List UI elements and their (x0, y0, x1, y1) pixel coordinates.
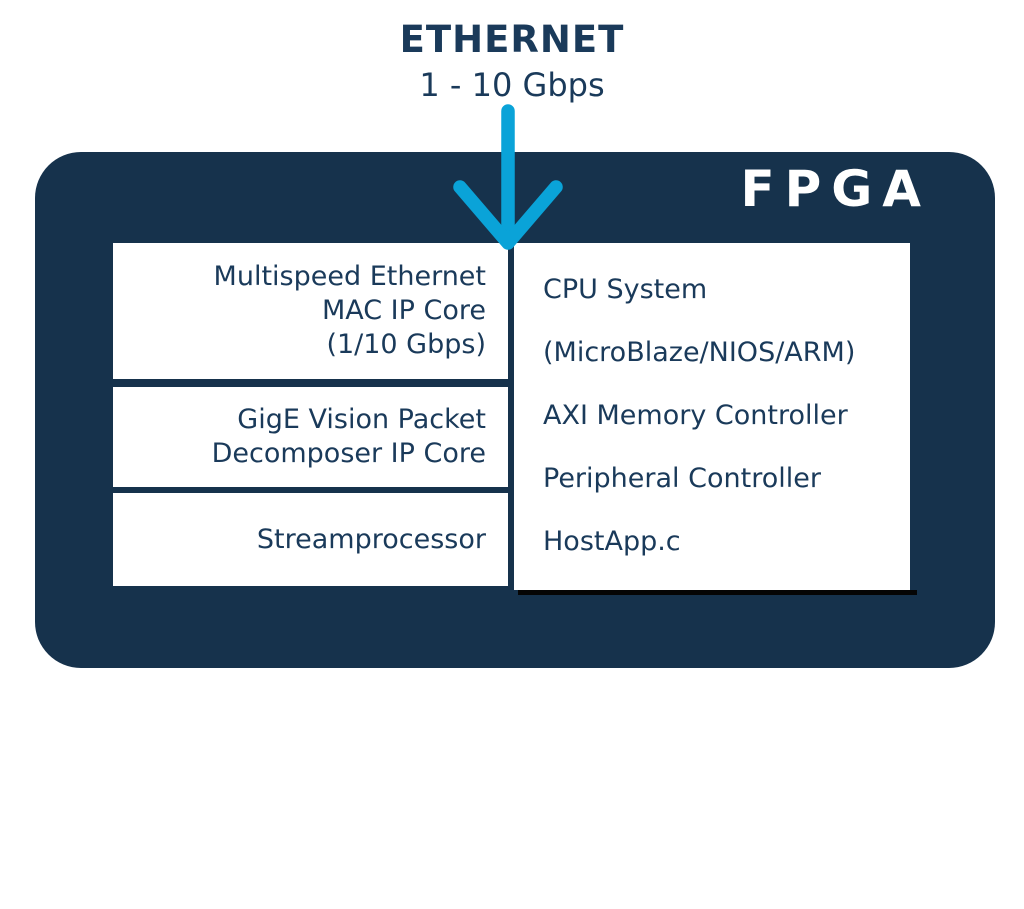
down-arrow-icon (453, 104, 563, 250)
cpu-line: AXI Memory Controller (543, 400, 848, 431)
block-line: MAC IP Core (321, 295, 486, 326)
block-streamprocessor: Streamprocessor (113, 493, 508, 586)
fpga-label: FPGA (740, 160, 931, 218)
block-line: Streamprocessor (256, 523, 486, 555)
cpu-line: CPU System (543, 274, 708, 305)
block-gige-vision-decomposer: GigE Vision Packet Decomposer IP Core (113, 387, 508, 487)
block-line: Multispeed Ethernet (213, 261, 486, 292)
block-cpu-system: CPU System (MicroBlaze/NIOS/ARM) AXI Mem… (514, 243, 917, 595)
cpu-line: HostApp.c (543, 526, 681, 557)
block-multispeed-ethernet-mac: Multispeed Ethernet MAC IP Core (1/10 Gb… (113, 243, 508, 379)
block-line: GigE Vision Packet (237, 404, 486, 435)
ethernet-speed-label: 1 - 10 Gbps (419, 66, 605, 104)
cpu-line: (MicroBlaze/NIOS/ARM) (543, 337, 856, 368)
block-line: Decomposer IP Core (211, 438, 486, 469)
block-line: (1/10 Gbps) (326, 329, 486, 360)
cpu-line: Peripheral Controller (543, 463, 821, 494)
ethernet-title: ETHERNET (399, 18, 625, 61)
down-arrow-head (453, 180, 563, 250)
